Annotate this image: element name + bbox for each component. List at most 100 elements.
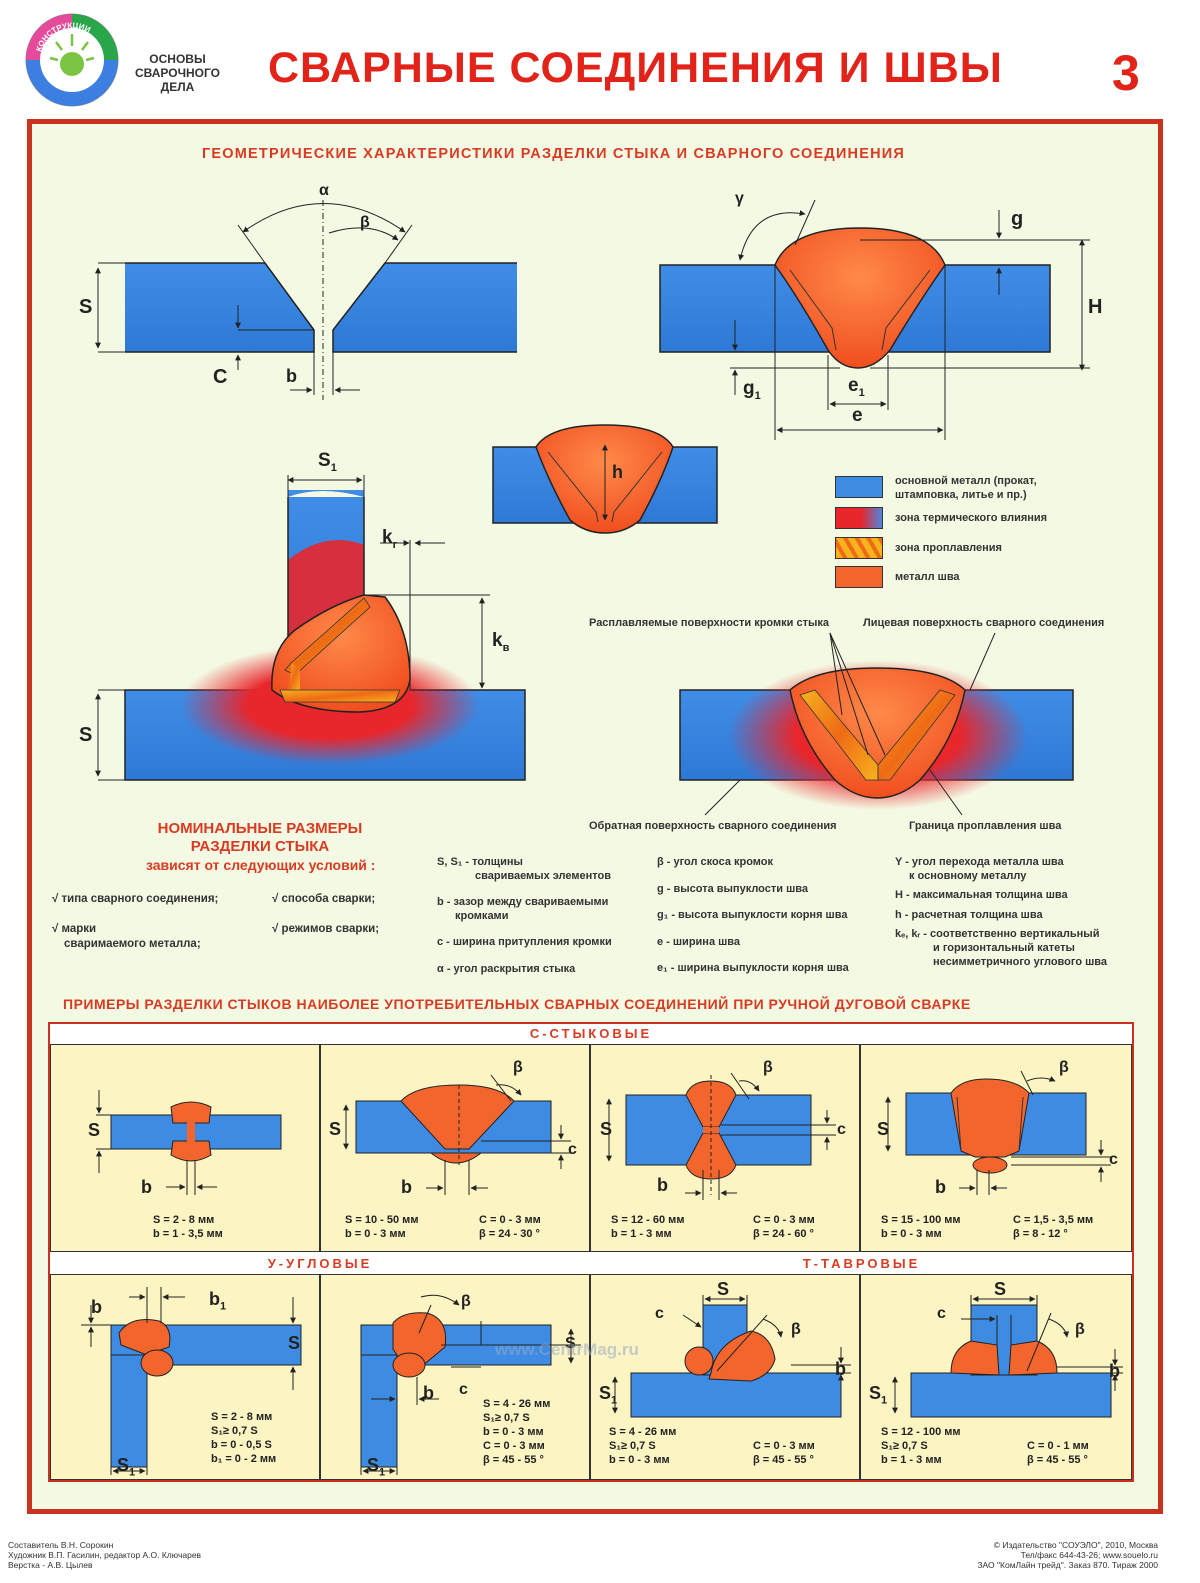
c-label: c	[1109, 1151, 1118, 1168]
s1-label: S1	[367, 1455, 386, 1479]
watermark: www.CentrMag.ru	[495, 1340, 639, 1359]
condition-item: √ типа сварного соединения;	[52, 893, 219, 905]
s-label: S	[877, 1119, 890, 1139]
s1-label: S1	[318, 450, 337, 474]
design-thickness-diagram	[492, 424, 718, 534]
g1-label: g1	[743, 378, 761, 402]
condition-item: √ режимов сварки;	[272, 923, 380, 935]
legend-label: зона проплавления	[895, 542, 1002, 554]
c-label: c	[655, 1305, 664, 1322]
s1-label: S1	[869, 1383, 888, 1407]
beta-label: β	[1075, 1321, 1085, 1338]
beta-label: β	[763, 1059, 773, 1076]
examples-title: ПРИМЕРЫ РАЗДЕЛКИ СТЫКОВ НАИБОЛЕЕ УПОТРЕБ…	[63, 996, 971, 1012]
beta-label: β	[461, 1293, 471, 1310]
band-corner: У-УГЛОВЫЕ	[50, 1253, 590, 1274]
s-label: S	[329, 1119, 342, 1139]
weld-zones-diagram	[679, 632, 1074, 816]
s-label-fillet: S	[79, 724, 93, 746]
b-label: b	[423, 1383, 434, 1403]
beta-label: β	[791, 1321, 801, 1338]
c-label: c	[568, 1141, 577, 1158]
H-label: H	[1088, 296, 1103, 318]
s-label: S	[717, 1279, 730, 1299]
gamma-label: γ	[735, 190, 744, 207]
callout-face-surface: Лицевая поверхность сварного соединения	[863, 617, 1105, 629]
legend-label: металл шва	[895, 571, 960, 583]
nominal-title: НОМИНАЛЬНЫЕ РАЗМЕРЫ РАЗДЕЛКИ СТЫКА	[157, 820, 363, 855]
nominal-subtitle: зависят от следующих условий :	[146, 857, 376, 873]
c-label: c	[459, 1381, 468, 1398]
kv-label: kв	[492, 630, 510, 654]
b1-label: b1	[209, 1289, 227, 1313]
h-label: h	[612, 462, 623, 482]
callout-fusion-boundary: Граница проплавления шва	[909, 820, 1062, 832]
legend: основной металл (прокат,штамповка, литье…	[835, 474, 1135, 594]
v-groove-diagram	[95, 200, 517, 400]
s-label: S	[600, 1119, 613, 1139]
s1-label: S1	[599, 1383, 618, 1407]
condition-item: √ марки	[52, 923, 97, 935]
s-label: S	[565, 1335, 576, 1352]
callout-root-surface: Обратная поверхность сварного соединения	[589, 820, 837, 832]
legend-label: зона термического влияния	[895, 512, 1048, 524]
e-label: e	[852, 405, 863, 426]
legend-swatch-fusion	[835, 537, 883, 559]
legend-label: основной металл (прокат,штамповка, литье…	[895, 475, 1037, 501]
fillet-weld-diagram	[95, 475, 526, 781]
alpha-label: α	[319, 182, 329, 199]
b-label: b	[1109, 1361, 1120, 1381]
beta-label: β	[513, 1059, 523, 1076]
definitions-col-3: Y - угол перехода металла шва к основном…	[895, 856, 1108, 968]
s-label: S	[994, 1279, 1007, 1299]
series-line: ДЕЛА	[160, 80, 195, 94]
b-label: b	[401, 1177, 412, 1197]
series-label: ОСНОВЫ СВАРОЧНОГО ДЕЛА	[130, 52, 225, 94]
condition-item: √ способа сварки;	[272, 893, 376, 905]
beta-label: β	[360, 214, 370, 231]
band-tee: Т-ТАВРОВЫЕ	[591, 1253, 1132, 1274]
callout-melted-edges: Расплавляемые поверхности кромки стыка	[589, 617, 829, 629]
b-label: b	[657, 1175, 668, 1195]
definitions-col-1: S, S₁ - толщины свариваемых элементов b …	[437, 856, 612, 975]
e1-label: e1	[848, 375, 865, 399]
b-label: b	[835, 1359, 846, 1379]
s-label: S	[79, 296, 93, 318]
s1-label: S1	[117, 1455, 136, 1479]
kg-label: kг	[382, 527, 398, 551]
publisher-logo: КОНСТРУКЦИИ БЕЗОПАСНОСТЬ	[24, 12, 120, 108]
geometry-diagrams	[95, 199, 1090, 816]
s-label: S	[288, 1333, 301, 1353]
condition-item: сваримаемого металла;	[64, 938, 201, 950]
b-label: b	[935, 1177, 946, 1197]
b-label: b	[286, 366, 297, 386]
sheet-number: 3	[1112, 45, 1140, 101]
geometry-section-title: ГЕОМЕТРИЧЕСКИЕ ХАРАКТЕРИСТИКИ РАЗДЕЛКИ С…	[202, 146, 906, 162]
series-line: СВАРОЧНОГО	[135, 66, 220, 80]
c-label: c	[837, 1121, 846, 1138]
s-label: S	[88, 1120, 101, 1140]
series-line: ОСНОВЫ	[149, 52, 206, 66]
beta-label: β	[1059, 1059, 1069, 1076]
legend-swatch-haz	[835, 507, 883, 529]
